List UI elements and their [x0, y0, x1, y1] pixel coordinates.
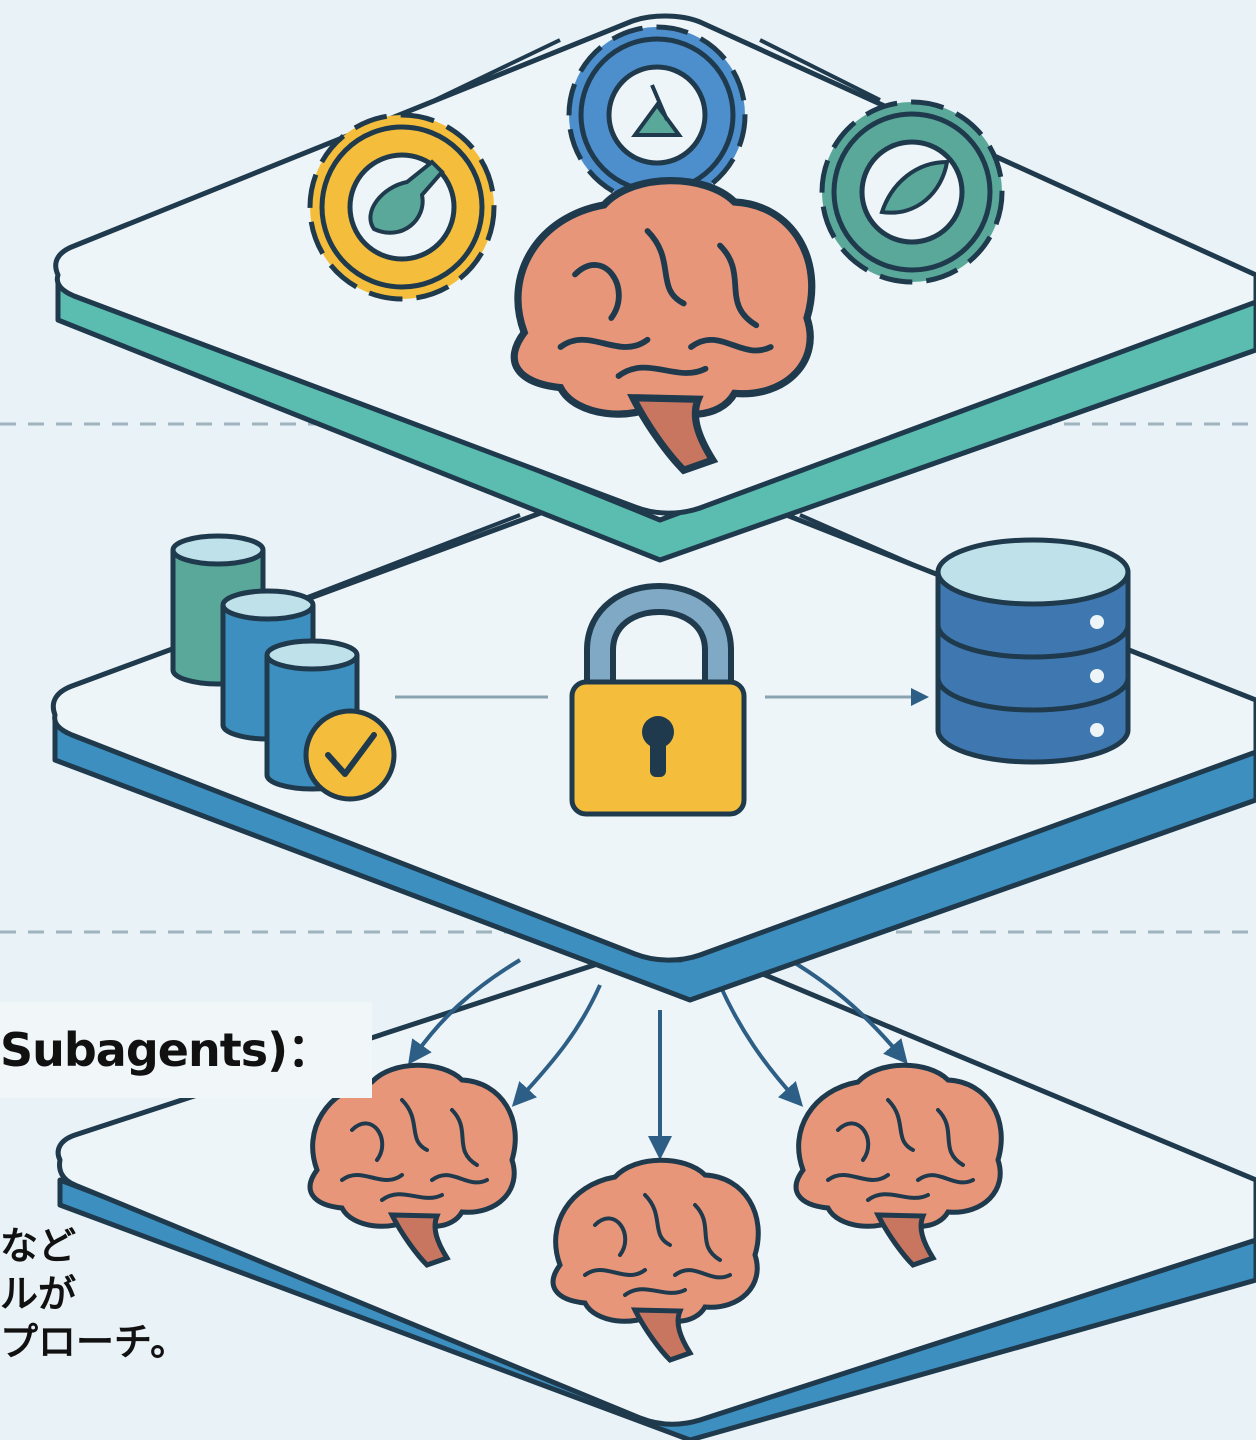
arrow-icon — [511, 984, 602, 1107]
connector-line — [434, 38, 561, 102]
description-line: など — [0, 1224, 77, 1268]
lock-icon — [569, 583, 747, 817]
gear-icon — [307, 112, 497, 302]
description-line: プローチ。 — [0, 1320, 189, 1364]
description-text: など ルが プローチ。 — [0, 1222, 260, 1366]
checkmark-icon — [303, 708, 397, 802]
database-icon — [935, 537, 1131, 765]
arrow-icon — [408, 958, 522, 1065]
gear-icon — [566, 24, 748, 206]
arrow-icon — [788, 958, 908, 1065]
description-line: ルが — [0, 1272, 77, 1316]
subagents-label: Subagents)： — [0, 1002, 372, 1098]
distribution-arrows — [408, 958, 908, 1160]
arrow-icon — [718, 984, 804, 1107]
connector-line — [759, 38, 881, 102]
gear-icon — [819, 99, 1005, 285]
